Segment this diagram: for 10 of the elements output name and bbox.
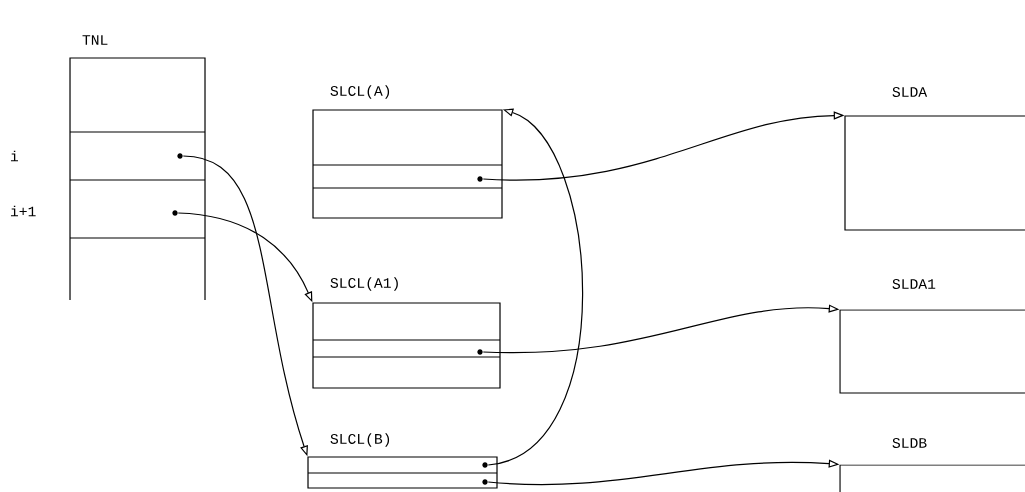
box-label: SLCL(A) [330, 85, 390, 99]
box-label: SLDA [892, 87, 928, 97]
arrow [487, 108, 584, 466]
box-label: SLCL(B) [330, 433, 390, 447]
box-label: SLDB [892, 438, 927, 448]
box-label: SLDA1 [892, 279, 936, 289]
row-label: i [10, 150, 18, 162]
row-label: i+1 [10, 205, 36, 217]
box-label: SLCL(A1) [330, 277, 398, 291]
box-label: TNL [82, 35, 108, 45]
